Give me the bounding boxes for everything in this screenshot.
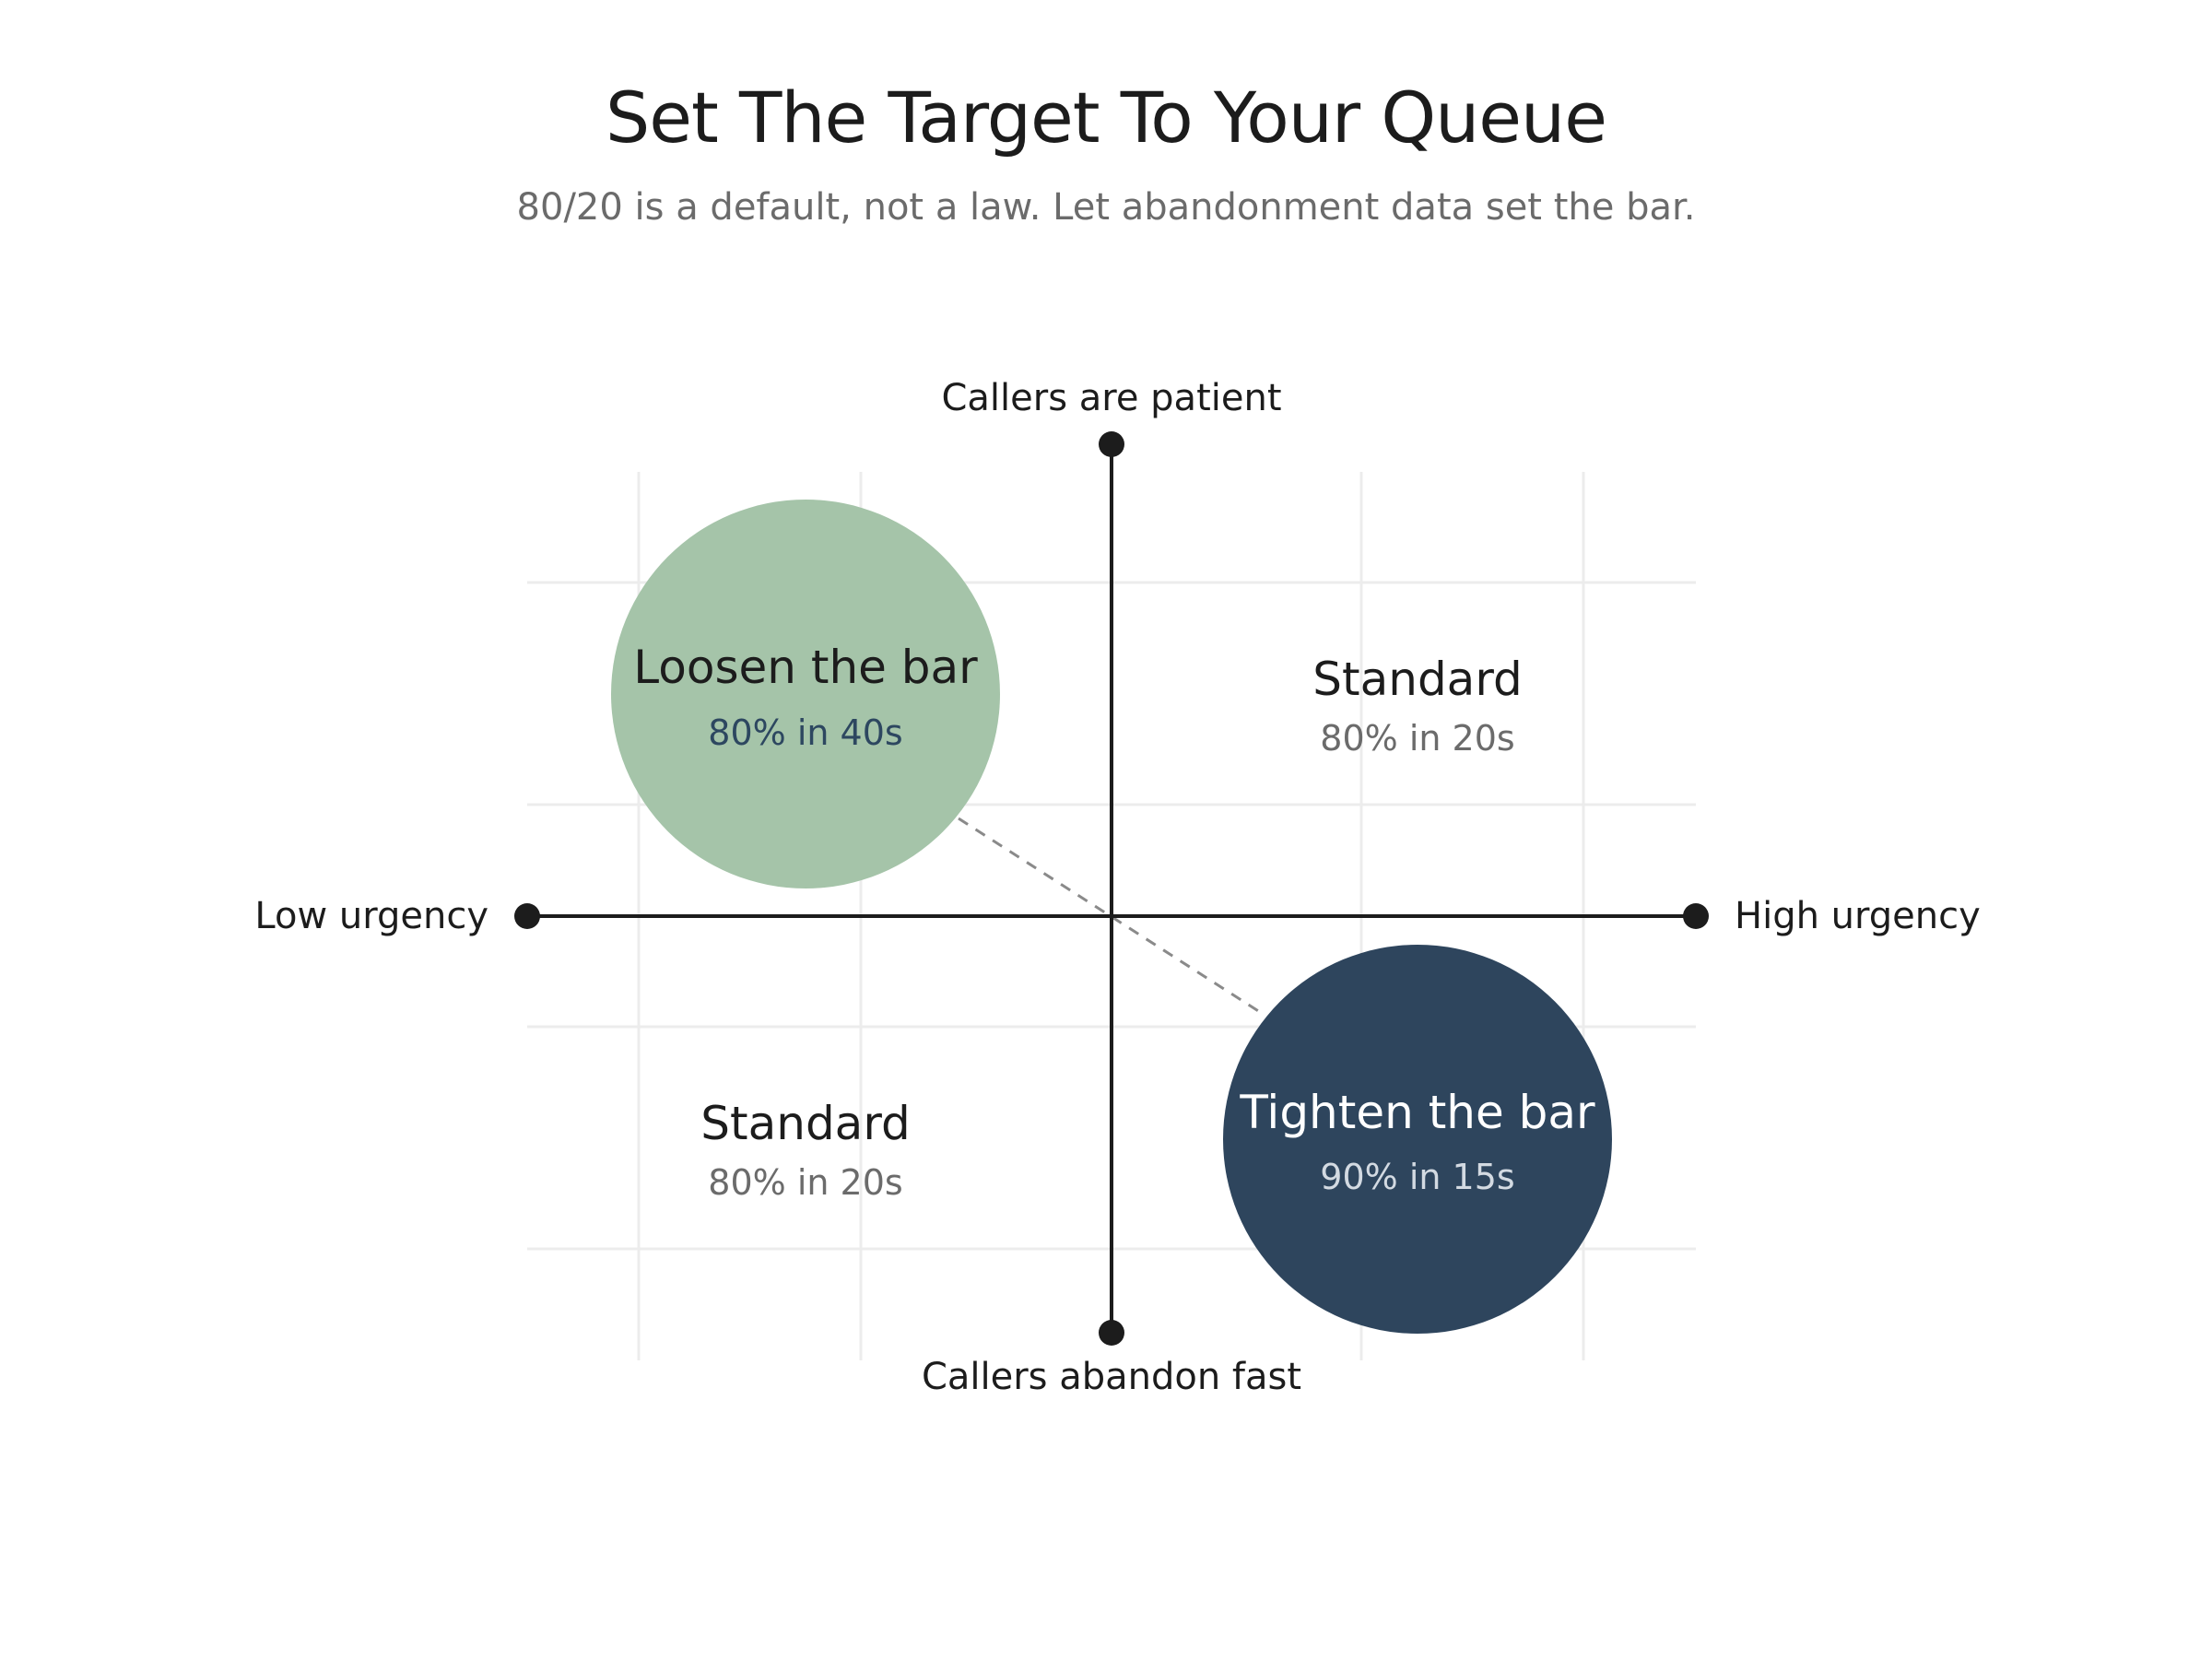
quadrant-top-left-circle (611, 500, 1000, 888)
quadrant-top-right-target: 80% in 20s (1320, 718, 1514, 759)
axis-endpoints (514, 431, 1709, 1346)
axis-endpoint-right (1683, 903, 1709, 929)
axis-endpoint-top (1099, 431, 1124, 457)
quadrant-bottom-right-title: Tighten the bar (1239, 1086, 1595, 1139)
axis-label-top: Callers are patient (941, 377, 1281, 419)
page-subtitle: 80/20 is a default, not a law. Let aband… (516, 186, 1696, 229)
quadrant-bottom-left: Standard 80% in 20s (700, 1097, 910, 1203)
page-header: Set The Target To Your Queue 80/20 is a … (0, 76, 2212, 230)
quadrant-bottom-right: Tighten the bar 90% in 15s (1223, 945, 1612, 1334)
quadrant-bottom-left-target: 80% in 20s (708, 1162, 902, 1203)
axis-endpoint-bottom (1099, 1320, 1124, 1346)
axis-endpoint-left (514, 903, 540, 929)
quadrant-bottom-right-target: 90% in 15s (1320, 1157, 1514, 1197)
axis-label-left: Low urgency (254, 895, 488, 937)
axes (527, 444, 1696, 1333)
page-title: Set The Target To Your Queue (606, 76, 1607, 159)
quadrant-top-left: Loosen the bar 80% in 40s (611, 500, 1000, 888)
axis-label-bottom: Callers abandon fast (922, 1356, 1301, 1398)
quadrant-bottom-right-circle (1223, 945, 1612, 1334)
quadrant-top-left-target: 80% in 40s (708, 712, 902, 753)
quadrant-top-left-title: Loosen the bar (633, 641, 978, 694)
axis-label-right: High urgency (1735, 895, 1981, 937)
quadrant-top-right-title: Standard (1312, 653, 1522, 706)
quadrant-top-right: Standard 80% in 20s (1312, 653, 1522, 759)
quadrant-bottom-left-title: Standard (700, 1097, 910, 1150)
